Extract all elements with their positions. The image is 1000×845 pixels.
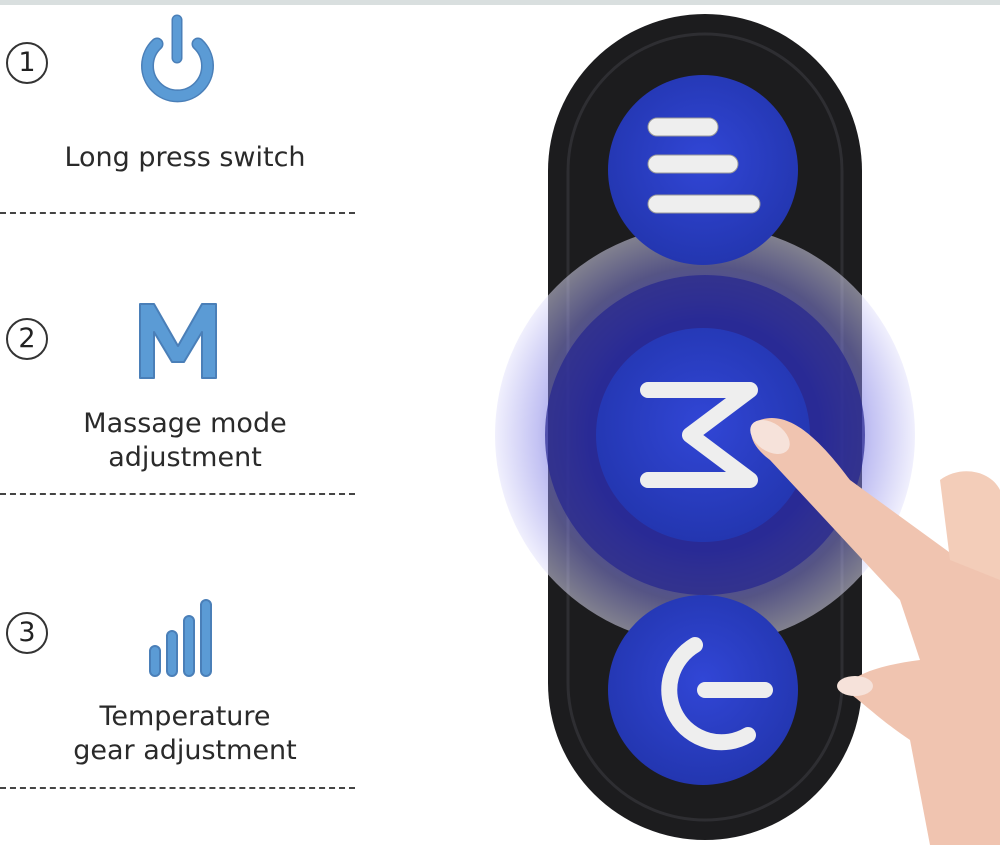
feature-label-3: Temperature gear adjustment (0, 700, 370, 768)
label-line: Massage mode (83, 408, 287, 439)
step-number-3: 3 (6, 612, 48, 654)
power-button[interactable] (608, 595, 798, 785)
dashed-divider (0, 212, 355, 214)
signal-bars-icon (149, 599, 212, 677)
mode-button[interactable] (596, 328, 810, 542)
power-icon (141, 14, 214, 103)
dashed-divider (0, 787, 355, 789)
step-number-2: 2 (6, 318, 48, 360)
label-line: gear adjustment (73, 735, 297, 766)
label-line: Long press switch (64, 142, 306, 173)
hand-icon (750, 418, 1000, 845)
menu-button[interactable] (608, 75, 798, 265)
feature-label-1: Long press switch (0, 141, 370, 175)
step-number-1: 1 (6, 42, 48, 84)
feature-label-2: Massage mode adjustment (0, 407, 370, 475)
m-letter-icon (139, 303, 217, 379)
label-line: Temperature (99, 701, 271, 732)
top-border (0, 0, 1000, 5)
dashed-divider (0, 493, 355, 495)
label-line: adjustment (108, 442, 262, 473)
